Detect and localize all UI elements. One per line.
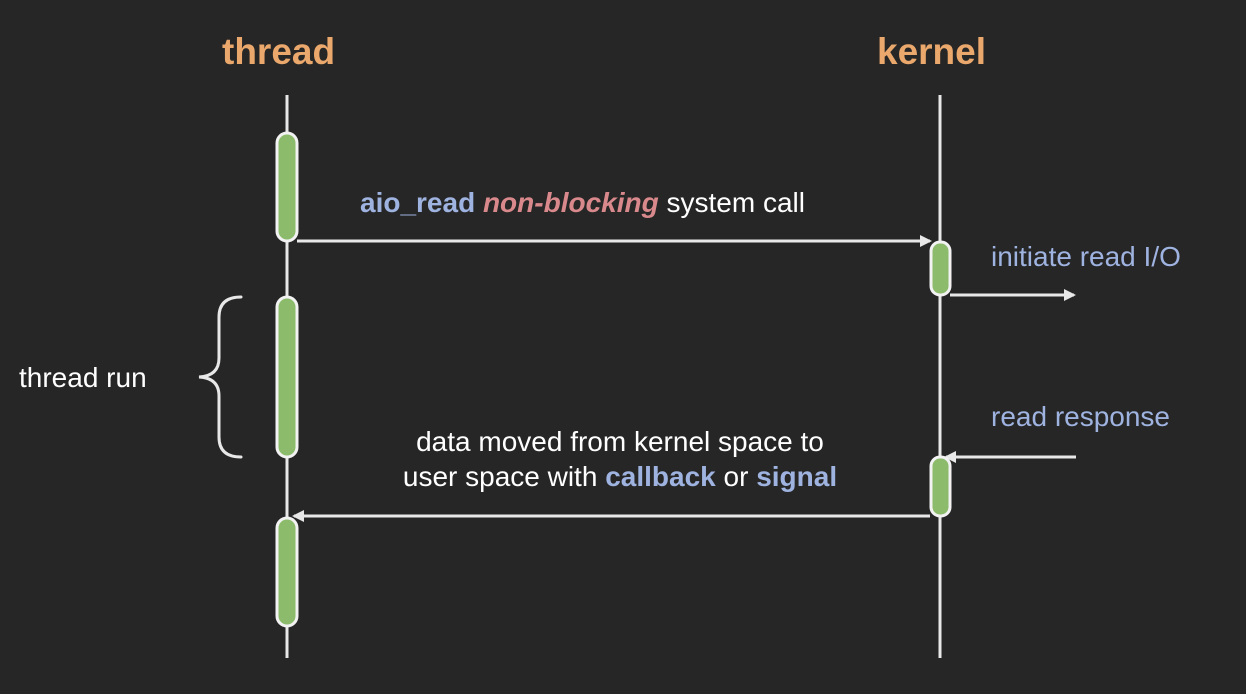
return-label-prefix: user space with xyxy=(402,461,598,492)
return-label-line2: user space with callback or signal xyxy=(340,459,900,494)
return-label: data moved from kernel space to user spa… xyxy=(340,424,900,494)
or-word: or xyxy=(723,461,749,492)
aio-read-keyword: aio_read xyxy=(360,187,476,218)
callback-keyword: callback xyxy=(605,461,716,492)
non-blocking-keyword: non-blocking xyxy=(482,187,659,218)
read-response-label: read response xyxy=(991,401,1171,432)
thread-activation-syscall xyxy=(275,131,299,243)
syscall-rest: system call xyxy=(666,187,805,218)
thread-activation-run xyxy=(275,295,299,459)
return-label-line1: data moved from kernel space to xyxy=(416,426,824,457)
kernel-activation-initiate xyxy=(929,240,952,297)
thread-title: thread xyxy=(222,31,336,72)
kernel-title: kernel xyxy=(877,31,987,72)
initiate-io-label: initiate read I/O xyxy=(991,241,1181,272)
thread-activation-callback xyxy=(275,516,299,628)
syscall-label: aio_read non-blocking system call xyxy=(360,189,805,217)
kernel-activation-response xyxy=(929,455,952,518)
thread-run-brace xyxy=(198,295,243,459)
signal-keyword: signal xyxy=(756,461,838,492)
thread-run-label: thread run xyxy=(19,362,147,393)
